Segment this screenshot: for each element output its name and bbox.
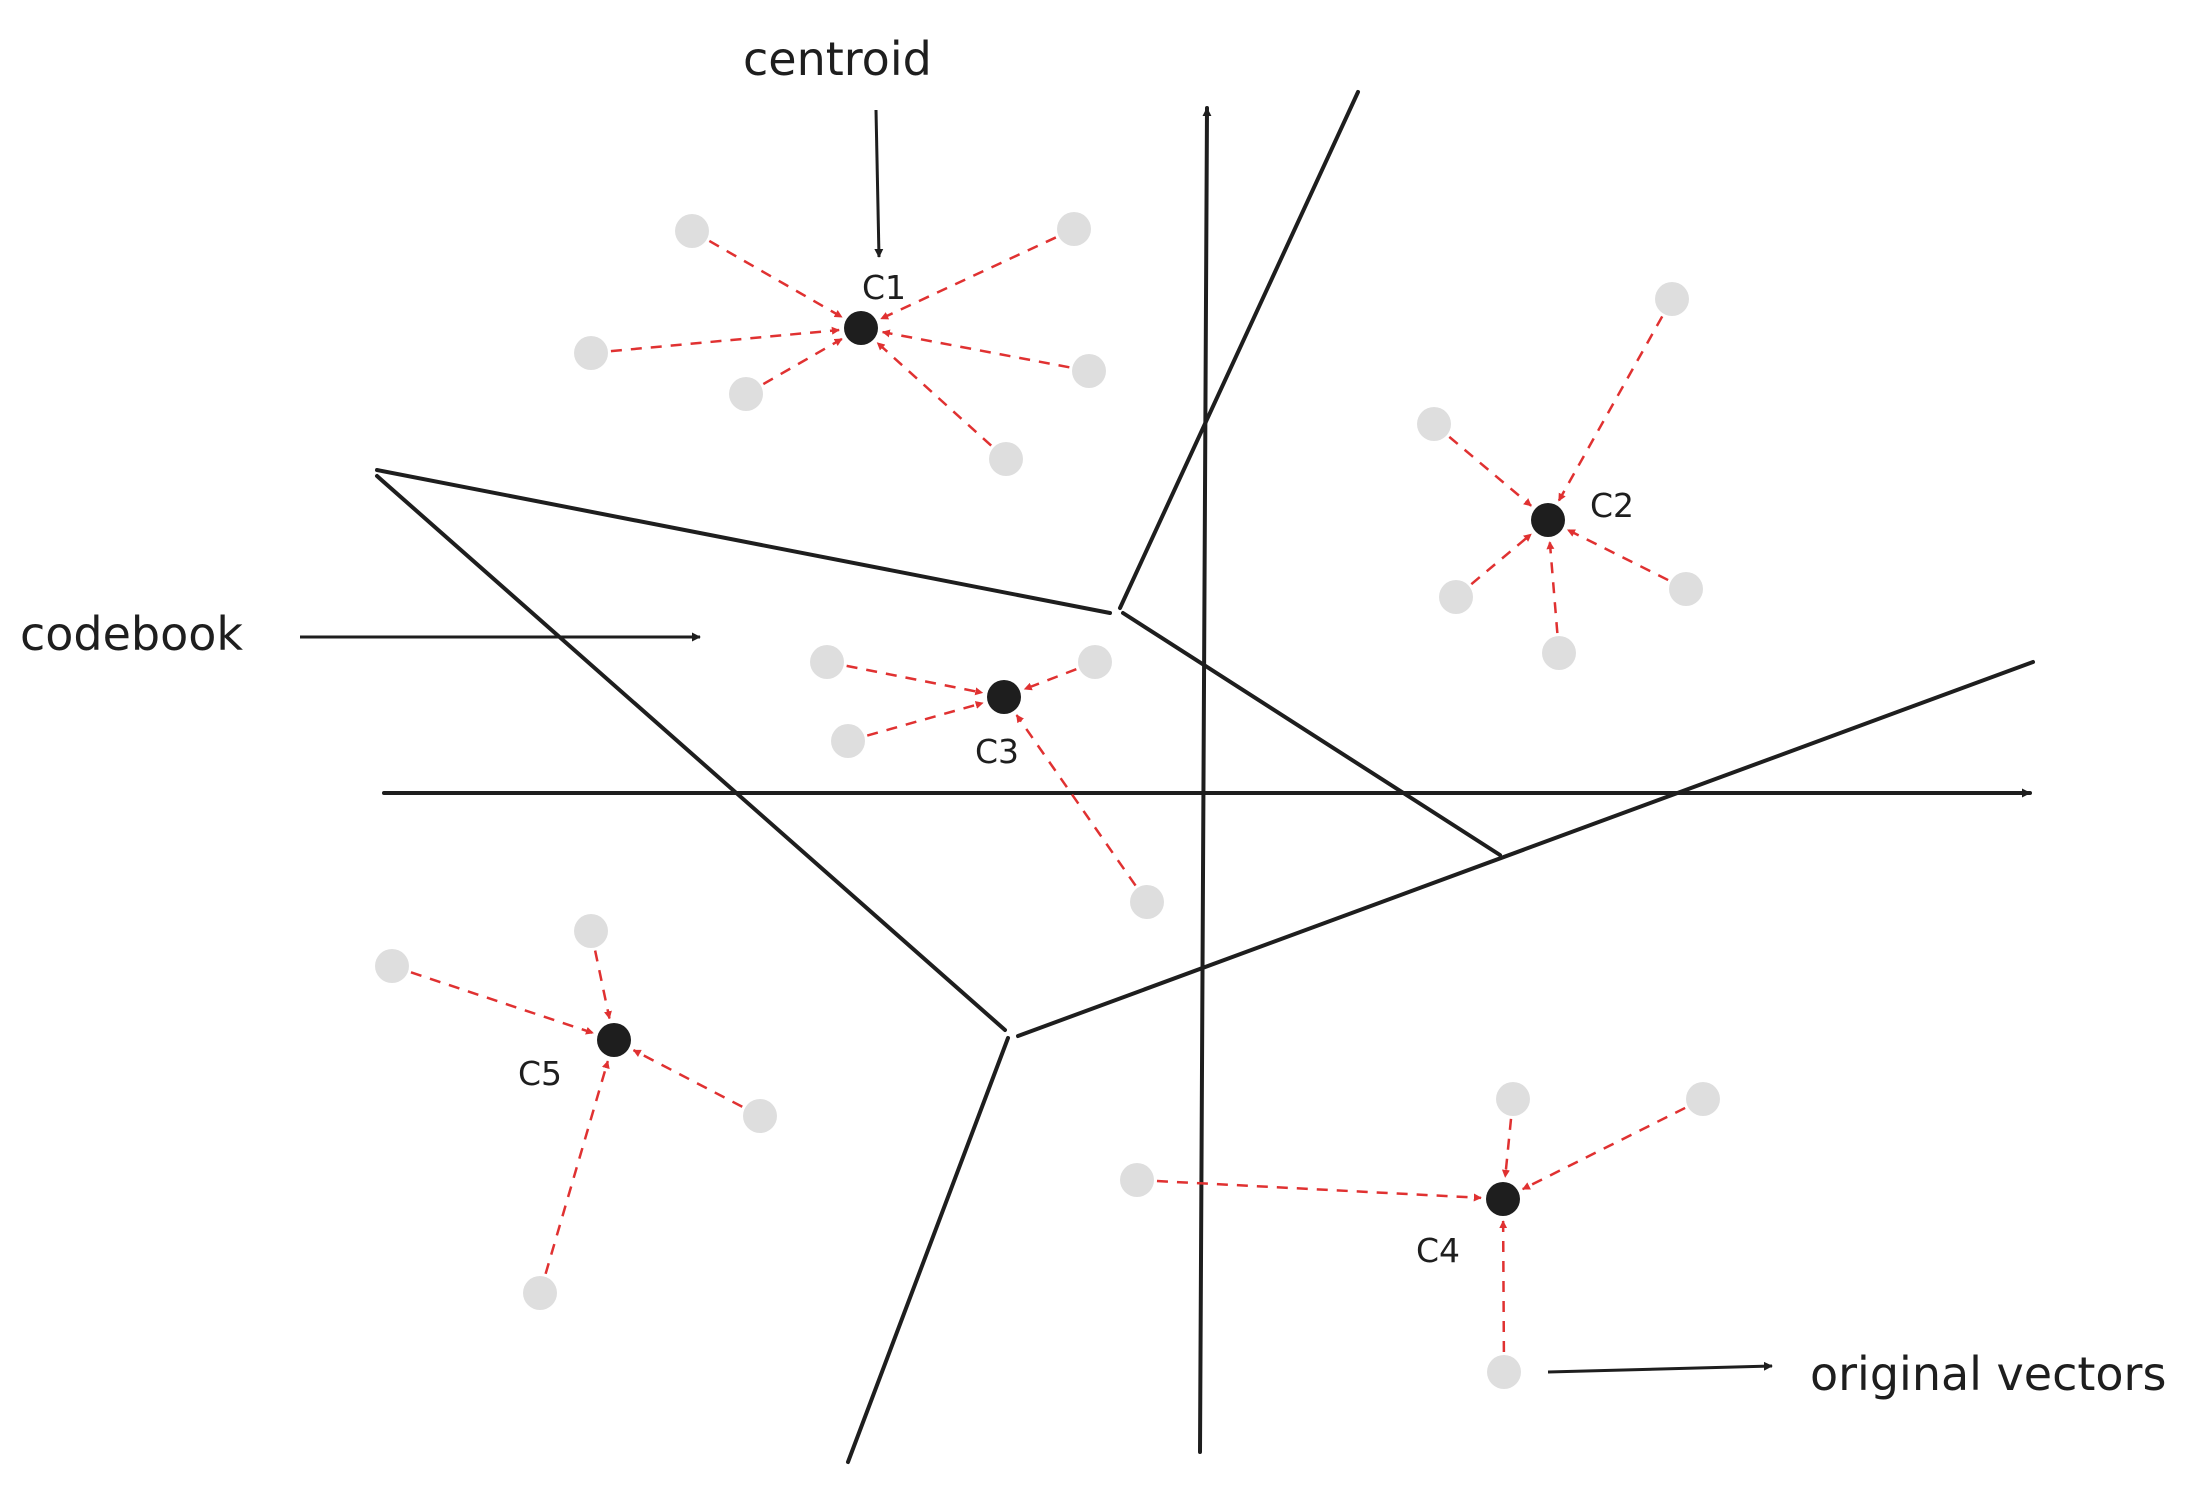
original-vector-point [523,1276,557,1310]
y-axis [1198,106,1212,1454]
assignment-arrow-c3 [846,664,984,696]
centroid-points [597,311,1565,1216]
boundary-line [375,474,1007,1032]
centroid-annotation: centroid [743,32,932,86]
assignment-arrow-c5 [593,950,612,1020]
original-vector-point [1686,1082,1720,1116]
original-vector-point [1655,282,1689,316]
original-vector-point [1130,885,1164,919]
original-vector-point [1078,645,1112,679]
original-vector-point [743,1099,777,1133]
original-vector-point [574,336,608,370]
centroid-label-c2: C2 [1590,486,1634,525]
centroid-labels: C1 C2 C3 C4 C5 [518,268,1634,1270]
original-vector-point [1120,1163,1154,1197]
assignment-arrow-c4 [1521,1106,1686,1191]
centroid-point-c5 [597,1023,631,1057]
codebook-annotation: codebook [20,607,243,661]
assignment-arrow-c1 [610,326,840,353]
assignment-arrow-c1 [708,239,843,319]
original-vector-point [375,949,409,983]
centroid-label-c1: C1 [862,268,906,307]
original-vector-point [729,377,763,411]
annotations: centroid codebook original vectors [20,32,2166,1401]
centroid-label-c3: C3 [975,732,1019,771]
original-vector-point [1542,636,1576,670]
assignment-arrow-c5 [632,1049,743,1108]
original-vectors-pointer-arrow [1547,1361,1773,1374]
boundary-line [1118,90,1360,610]
original-vectors [375,212,1720,1389]
assignment-arrow-c4 [1499,1220,1508,1353]
original-vector-point [989,442,1023,476]
original-vector-point [810,645,844,679]
centroid-label-c4: C4 [1416,1231,1460,1270]
assignment-arrow-c4 [1501,1118,1513,1178]
assignment-arrow-c3 [1023,668,1077,691]
assignment-arrow-c2 [1546,541,1559,634]
assignment-arrow-c4 [1156,1179,1482,1202]
assignment-arrow-c3 [866,701,984,737]
original-vector-point [1417,407,1451,441]
voronoi-boundaries [375,90,2035,1464]
original-vector-point [574,914,608,948]
assignment-arrow-c1 [881,329,1070,369]
original-vector-point [831,724,865,758]
assignment-arrow-c1 [880,236,1057,320]
assignment-arrow-c5 [544,1060,610,1275]
assignment-arrow-c5 [410,971,594,1035]
boundary-line [846,1036,1010,1464]
assignment-arrow-c2 [1448,435,1532,507]
assignment-arrow-c1 [762,337,843,386]
assignment-arrows [410,236,1686,1353]
assignment-arrow-c2 [1566,528,1669,582]
centroid-label-c5: C5 [518,1054,562,1093]
boundary-line [1121,611,1502,857]
centroid-pointer-arrow [874,109,884,258]
original-vector-point [1057,212,1091,246]
assignment-arrow-c2 [1470,533,1532,586]
original-vector-point [1072,354,1106,388]
boundary-line [375,468,1112,615]
assignment-arrow-c3 [1015,714,1137,887]
assignment-arrow-c2 [1557,315,1664,502]
assignment-arrow-c1 [876,341,992,447]
centroid-point-c2 [1531,503,1565,537]
original-vector-point [1439,580,1473,614]
boundary-line [1016,660,2035,1038]
original-vector-point [1669,572,1703,606]
centroid-point-c4 [1486,1182,1520,1216]
original-vectors-annotation: original vectors [1810,1347,2166,1401]
original-vector-point [1496,1082,1530,1116]
centroid-point-c1 [844,311,878,345]
centroid-point-c3 [987,680,1021,714]
axes [382,106,2032,1454]
original-vector-point [1487,1355,1521,1389]
original-vector-point [675,214,709,248]
